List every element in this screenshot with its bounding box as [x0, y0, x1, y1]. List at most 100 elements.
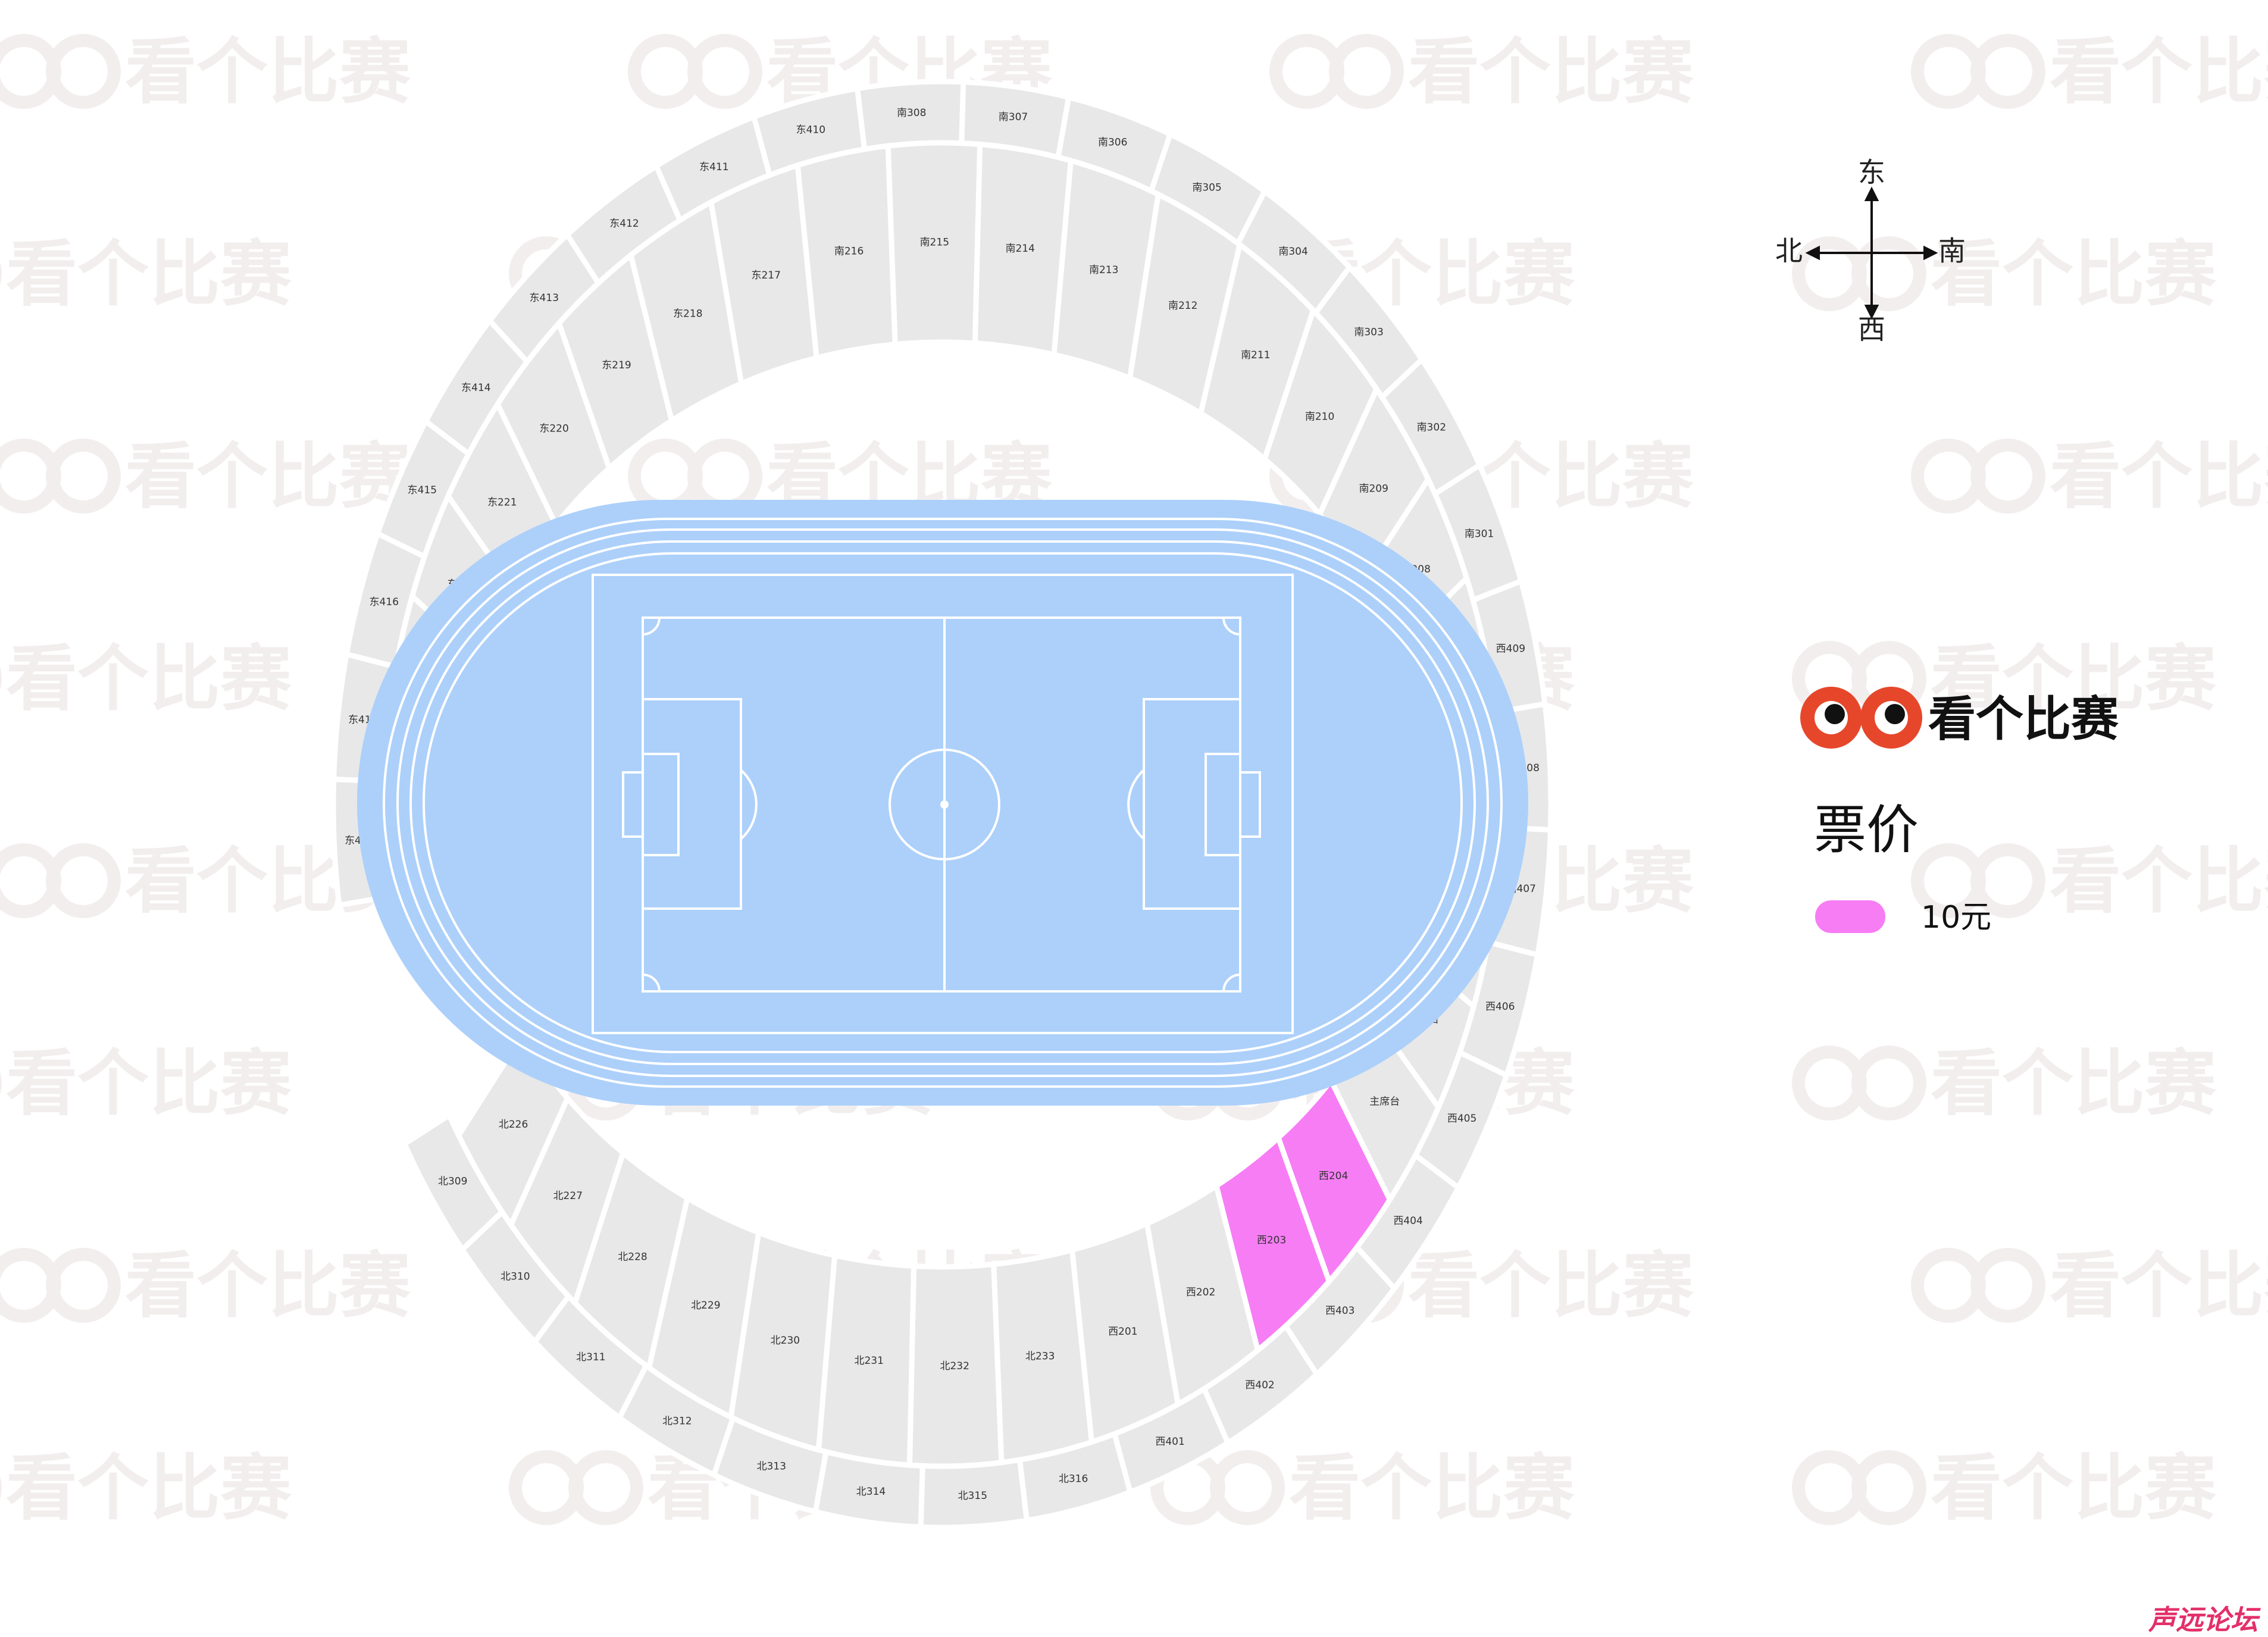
watermark-tile: 看个比赛	[1911, 31, 2268, 114]
watermark-tile: 看个比赛	[0, 436, 411, 518]
svg-text:看个比赛: 看个比赛	[6, 1447, 292, 1530]
compass: 东 西 北 南	[1775, 156, 1966, 346]
compass-south-label: 南	[1938, 235, 1966, 267]
watermark-tile: 看个比赛	[1792, 233, 2217, 316]
watermark-tile: 看个比赛	[0, 638, 292, 721]
svg-text:看个比赛: 看个比赛	[125, 436, 411, 518]
svg-text:看个比赛: 看个比赛	[6, 233, 292, 316]
seat-section-label: 南215	[920, 237, 949, 249]
svg-text:看个比赛: 看个比赛	[1289, 1447, 1575, 1530]
svg-text:看个比赛: 看个比赛	[2050, 1245, 2268, 1328]
seat-section-label: 北232	[940, 1360, 969, 1372]
price-legend: 票价 10元	[1814, 799, 1991, 935]
seat-section-label: 西401	[1155, 1436, 1184, 1448]
brand-logo: 看个比赛	[1800, 687, 2119, 749]
seat-section-label: 南214	[1005, 243, 1034, 255]
seat-section-label: 西406	[1485, 1001, 1515, 1013]
seat-section-label: 北230	[771, 1335, 800, 1347]
seat-section-label: 主席台	[1369, 1096, 1400, 1108]
seat-section-label: 南210	[1305, 411, 1334, 423]
seat-section-label: 西204	[1319, 1170, 1348, 1182]
legend-swatch-10	[1815, 900, 1885, 933]
watermark-tile: 看个比赛	[1911, 1245, 2268, 1328]
watermark-tile: 看个比赛	[1792, 1447, 2217, 1530]
seat-section-label: 南211	[1241, 349, 1270, 361]
compass-west-label: 西	[1858, 314, 1885, 346]
seat-section-label: 东219	[602, 359, 631, 371]
watermark-tile: 看个比赛	[1911, 436, 2268, 518]
seat-section-label: 东218	[673, 308, 702, 320]
svg-text:看个比赛: 看个比赛	[125, 1245, 411, 1328]
seat-section-label: 南308	[897, 107, 926, 119]
seat-section-label: 东217	[751, 270, 780, 281]
seat-section-label: 北228	[618, 1251, 647, 1263]
seat-section-label: 南306	[1098, 136, 1127, 148]
seat-section-label: 北312	[662, 1416, 692, 1428]
svg-text:看个比赛: 看个比赛	[2050, 436, 2268, 518]
legend-title: 票价	[1814, 799, 1919, 860]
forum-watermark: 声远论坛	[2148, 1604, 2261, 1636]
svg-text:看个比赛: 看个比赛	[2050, 840, 2268, 923]
svg-text:看个比赛: 看个比赛	[1931, 1447, 2217, 1530]
seat-section-label: 北227	[553, 1190, 583, 1202]
seat-section-label: 西201	[1108, 1326, 1137, 1338]
football-pitch	[592, 574, 1294, 1034]
seat-section-label: 南216	[834, 246, 864, 258]
seat-section-label: 东412	[609, 218, 639, 230]
seat-section-label: 北233	[1025, 1351, 1055, 1363]
svg-text:看个比赛: 看个比赛	[1931, 233, 2217, 316]
seat-section-label: 西203	[1257, 1234, 1286, 1246]
svg-text:看个比赛: 看个比赛	[6, 1043, 292, 1125]
seat-section-label: 北314	[856, 1486, 886, 1498]
svg-text:看个比赛: 看个比赛	[1408, 31, 1694, 114]
svg-text:看个比赛: 看个比赛	[1931, 1043, 2217, 1125]
seat-section-label: 西409	[1496, 643, 1525, 655]
seat-section-label: 南302	[1417, 421, 1446, 433]
watermark-tile: 看个比赛	[0, 233, 292, 316]
watermark-tile: 看个比赛	[1269, 31, 1694, 114]
seat-section-label: 北226	[499, 1119, 528, 1131]
seat-section-label: 南301	[1465, 528, 1494, 540]
seat-section-label: 东410	[796, 124, 825, 136]
seat-section-label: 北229	[691, 1300, 720, 1312]
seat-section-label: 南303	[1354, 327, 1383, 339]
seat-section-label: 东220	[539, 423, 568, 435]
compass-east-label: 东	[1858, 156, 1885, 189]
svg-text:看个比赛: 看个比赛	[6, 638, 292, 721]
seat-section-label: 北309	[438, 1176, 467, 1188]
seat-section-label: 北311	[576, 1351, 605, 1363]
seat-section-label: 东413	[530, 292, 559, 304]
watermark-tile: 看个比赛	[1911, 840, 2268, 923]
watermark-tile: 看个比赛	[0, 1043, 292, 1125]
seat-section-label: 南212	[1168, 300, 1197, 312]
legend-label-10: 10元	[1921, 900, 1991, 935]
seat-section-label: 西403	[1325, 1305, 1354, 1317]
svg-text:看个比赛: 看个比赛	[125, 31, 411, 114]
seat-section-label: 南213	[1089, 264, 1118, 276]
brand-name: 看个比赛	[1928, 691, 2119, 747]
seat-section-label: 南307	[999, 111, 1028, 123]
seat-section-label: 北316	[1059, 1473, 1088, 1485]
seat-section-label: 东411	[699, 161, 728, 173]
seat-section-label: 西202	[1186, 1287, 1215, 1298]
seat-section-label: 北310	[500, 1271, 530, 1283]
seat-section-label: 南305	[1192, 181, 1221, 193]
seat-section-label: 西405	[1447, 1113, 1476, 1125]
seat-section-label: 南209	[1359, 483, 1388, 495]
seat-section-label: 西404	[1393, 1215, 1422, 1227]
seat-section-label: 东415	[408, 484, 437, 496]
compass-north-label: 北	[1775, 235, 1803, 267]
seat-section-label: 东414	[461, 382, 490, 394]
watermark-tile: 看个比赛	[1150, 1447, 1575, 1530]
watermark-tile: 看个比赛	[0, 31, 411, 114]
seat-section-label: 北231	[854, 1355, 883, 1367]
svg-text:看个比赛: 看个比赛	[1408, 1245, 1694, 1328]
watermark-tile: 看个比赛	[1792, 638, 2217, 721]
watermark-tile: 看个比赛	[1792, 1043, 2217, 1125]
seat-section-label: 北313	[757, 1461, 786, 1473]
watermark-tile: 看个比赛	[0, 1245, 411, 1328]
seat-section-label: 南304	[1278, 246, 1307, 258]
seat-section-label: 西402	[1245, 1379, 1274, 1391]
svg-text:看个比赛: 看个比赛	[2050, 31, 2268, 114]
